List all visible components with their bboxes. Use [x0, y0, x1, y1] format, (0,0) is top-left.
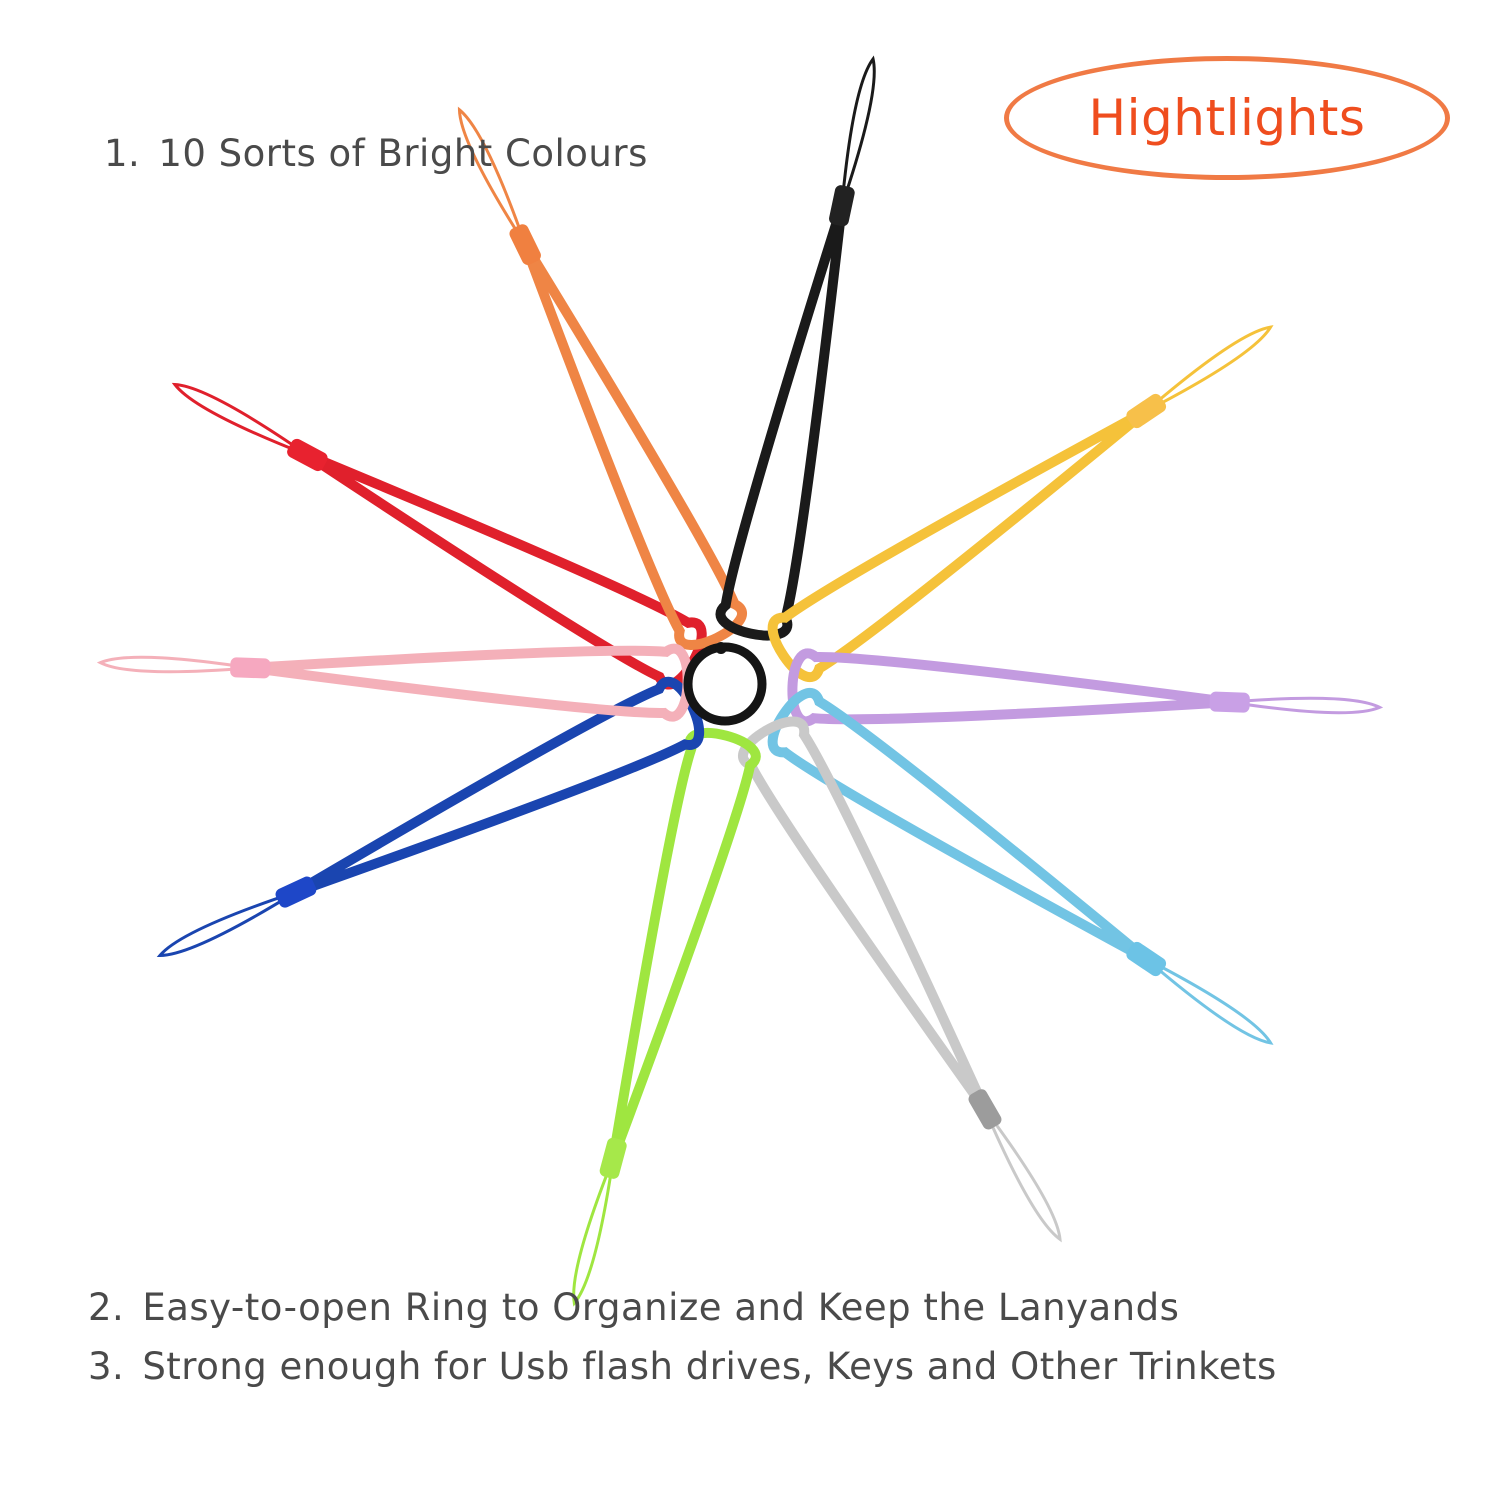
lanyard-tab — [509, 224, 541, 265]
lanyard-tab — [968, 1089, 1002, 1130]
lanyard-strap — [520, 239, 747, 650]
feature-text: Strong enough for Usb flash drives, Keys… — [142, 1345, 1277, 1388]
lanyard-6 — [767, 688, 1274, 1045]
feature-line-3: 3. Strong enough for Usb flash drives, Ke… — [88, 1345, 1277, 1388]
lanyard-group — [96, 55, 1384, 1307]
feature-number: 3. — [88, 1345, 125, 1388]
lanyard-tab — [599, 1137, 627, 1179]
lanyard-string — [156, 890, 297, 957]
feature-number: 1. — [104, 132, 141, 175]
lanyard-string — [840, 55, 876, 207]
highlights-badge: Hightlights — [1004, 56, 1450, 180]
lanyard-4 — [767, 325, 1274, 682]
lanyard-tab — [275, 876, 317, 908]
feature-line-1: 1. 10 Sorts of Bright Colours — [104, 132, 648, 175]
lanyard-3 — [715, 55, 876, 641]
lanyard-tab — [1126, 393, 1167, 429]
lanyard-2 — [457, 106, 747, 650]
lanyard-strap — [767, 405, 1152, 682]
lanyard-9 — [156, 676, 705, 957]
lanyard-tab — [829, 185, 855, 227]
lanyard-string — [983, 1108, 1062, 1243]
lanyard-10 — [96, 643, 693, 722]
lanyard-tab — [287, 438, 328, 472]
ring-knob — [715, 642, 727, 654]
lanyard-1 — [171, 382, 707, 690]
key-ring — [683, 642, 767, 726]
lanyard-string — [171, 382, 309, 457]
lanyard-strap — [767, 688, 1152, 965]
feature-text: Easy-to-open Ring to Organize and Keep t… — [142, 1286, 1180, 1329]
lanyard-8 — [572, 727, 761, 1307]
lanyard-tab — [1126, 941, 1167, 977]
lanyard-strap — [715, 200, 847, 641]
feature-number: 2. — [88, 1286, 125, 1329]
lanyard-tab — [1209, 691, 1250, 713]
lanyard-string — [1145, 325, 1274, 413]
lanyard-string — [457, 106, 527, 246]
feature-text: 10 Sorts of Bright Colours — [158, 132, 648, 175]
lanyard-string — [96, 655, 251, 674]
lanyard-string — [572, 1157, 615, 1307]
lanyard-tab — [230, 657, 271, 679]
badge-label: Hightlights — [1088, 89, 1366, 147]
lanyard-5 — [787, 648, 1384, 727]
feature-line-2: 2. Easy-to-open Ring to Organize and Keep… — [88, 1286, 1179, 1329]
lanyard-strap — [608, 727, 761, 1164]
lanyard-7 — [738, 716, 1062, 1243]
lanyard-string — [1229, 696, 1384, 715]
lanyard-string — [1145, 957, 1274, 1045]
ring-circle — [683, 642, 767, 726]
lanyard-strap — [787, 648, 1235, 727]
lanyard-strap — [738, 716, 990, 1115]
